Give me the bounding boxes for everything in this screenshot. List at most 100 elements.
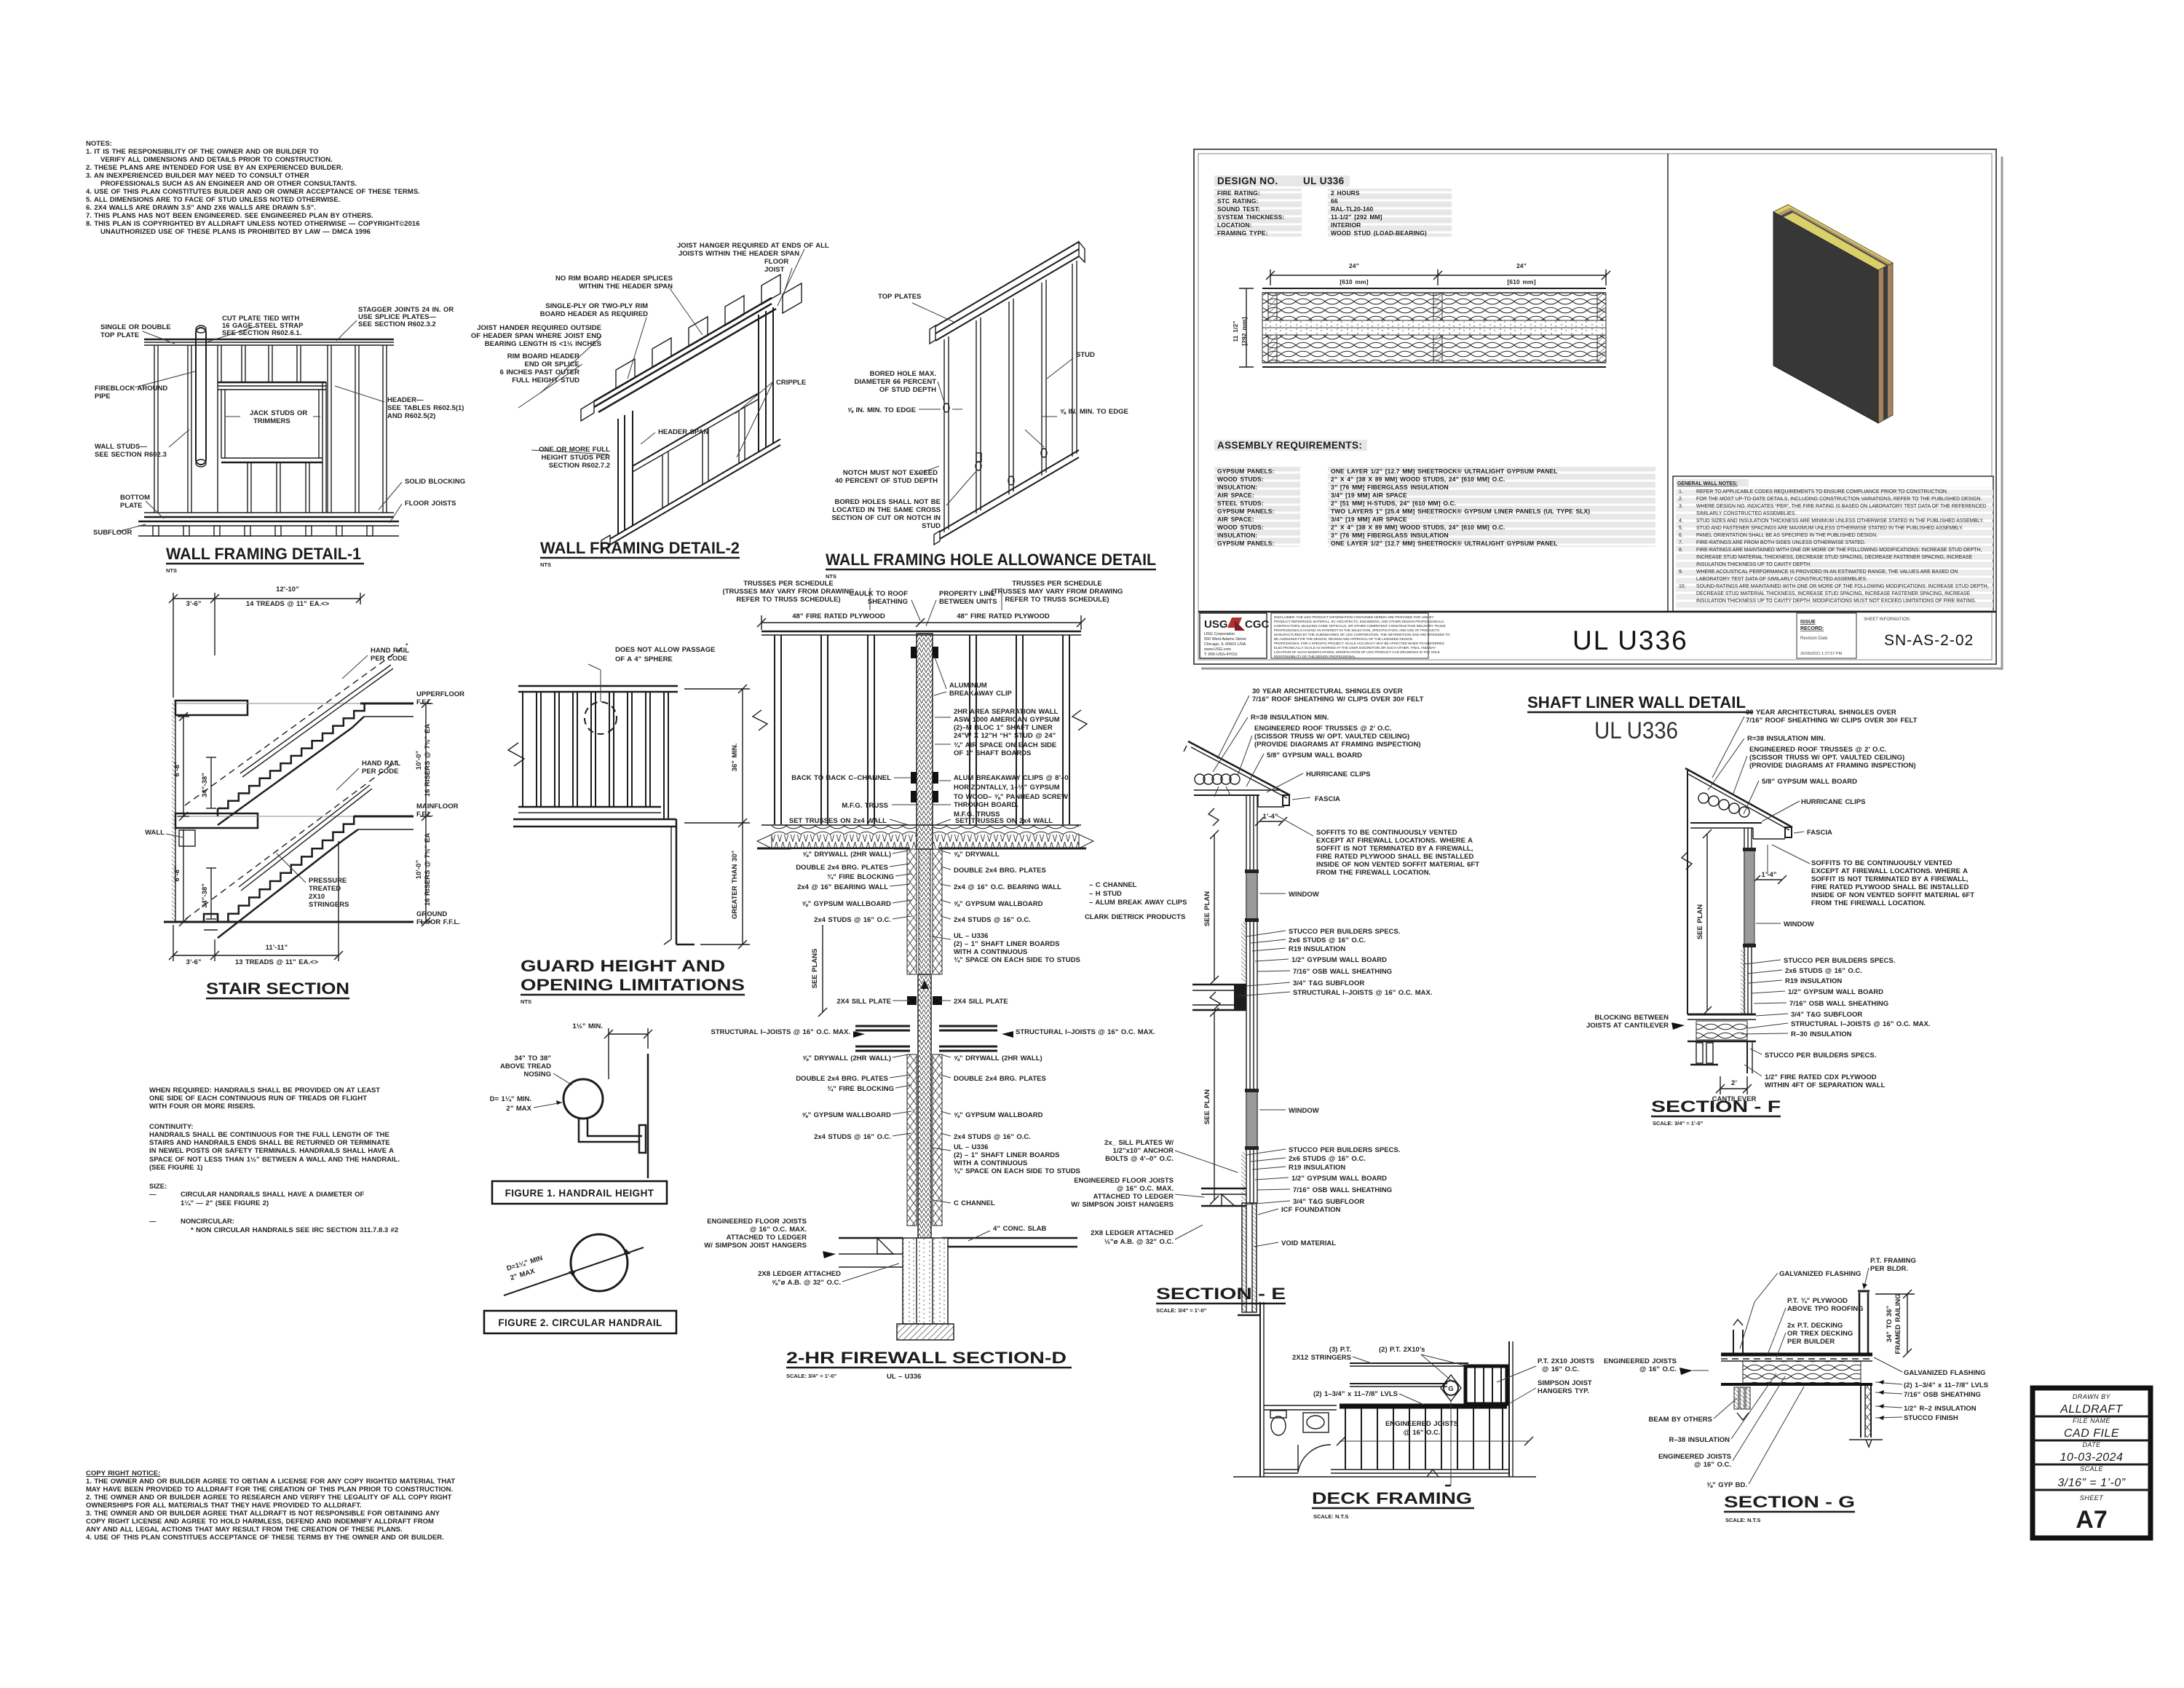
svg-text:⅝” DRYWALL: ⅝” DRYWALL bbox=[954, 851, 1000, 859]
svg-text:BEARING LENGTH IS <1½ INCHES: BEARING LENGTH IS <1½ INCHES bbox=[485, 340, 601, 348]
svg-text:ALUM BREAKAWAY CLIPS @ 8’–: ALUM BREAKAWAY CLIPS @ 8’–0 bbox=[954, 774, 1069, 782]
svg-text:SCALE: 3/4” = 1’-0”: SCALE: 3/4” = 1’-0” bbox=[1653, 1120, 1704, 1127]
svg-text:⅝”ø A.B. @ 32” O.C.: ⅝”ø A.B. @ 32” O.C. bbox=[772, 1279, 841, 1287]
svg-text:ALUMINUM: ALUMINUM bbox=[949, 682, 987, 690]
svg-text:7/16” ROOF SHEATHING W/: 7/16” ROOF SHEATHING W/ CLIPS OVER 30# F… bbox=[1746, 717, 1918, 725]
svg-text:BETWEEN UNITS: BETWEEN UNITS bbox=[939, 598, 997, 606]
svg-text:WITHIN THE HEADER SPAN: WITHIN THE HEADER SPAN bbox=[579, 283, 673, 291]
svg-text:GENERAL WALL NOTES:: GENERAL WALL NOTES: bbox=[1677, 481, 1738, 486]
svg-text:6 INCHES PAST OUTER: 6 INCHES PAST OUTER bbox=[500, 368, 580, 376]
svg-text:WALL: WALL bbox=[145, 829, 165, 837]
svg-text:2x4 STUDS @ 16” O.C.: 2x4 STUDS @ 16” O.C. bbox=[954, 1133, 1031, 1141]
svg-text:– C CHANNEL: – C CHANNEL bbox=[1089, 881, 1137, 889]
svg-text:11’-11”: 11’-11” bbox=[266, 944, 288, 952]
svg-text:(SEE FIGURE 1): (SEE FIGURE 1) bbox=[149, 1164, 202, 1172]
svg-text:16 RISERS @ 7½” EA: 16 RISERS @ 7½” EA bbox=[424, 833, 432, 906]
svg-text:FIRE RATING:: FIRE RATING: bbox=[1217, 189, 1260, 197]
svg-text:WINDOW: WINDOW bbox=[1289, 891, 1319, 899]
svg-text:JOIST: JOIST bbox=[764, 266, 785, 274]
svg-text:FIRE-RATINGS ARE FROM BOTH SID: FIRE-RATINGS ARE FROM BOTH SIDES UNLESS … bbox=[1696, 540, 1866, 545]
svg-text:INSIDE OF NON VENTED SOFFI: INSIDE OF NON VENTED SOFFIT MATERIAL 6FT bbox=[1316, 861, 1479, 869]
svg-text:2.: 2. bbox=[1679, 497, 1683, 502]
svg-text:LOCATION:: LOCATION: bbox=[1217, 221, 1252, 229]
svg-text:@ 16” O.C.: @ 16” O.C. bbox=[1404, 1429, 1441, 1437]
svg-text:2x6 STUDS @ 16” O.C.: 2x6 STUDS @ 16” O.C. bbox=[1289, 1155, 1366, 1163]
svg-text:2X8 LEDGER ATTACHED: 2X8 LEDGER ATTACHED bbox=[758, 1270, 841, 1278]
svg-text:LOCATION OF SUCH MODIFICATIONS: LOCATION OF SUCH MODIFICATIONS, MODIFICA… bbox=[1274, 650, 1440, 654]
svg-text:INSULATION THICKNESS UP TO CAV: INSULATION THICKNESS UP TO CAVITY DEPTH. bbox=[1696, 562, 1811, 567]
svg-text:INSULATION:: INSULATION: bbox=[1217, 484, 1257, 491]
svg-text:@ 16” O.C.: @ 16” O.C. bbox=[1639, 1365, 1677, 1373]
svg-text:OF STUD DEPTH: OF STUD DEPTH bbox=[879, 386, 936, 394]
svg-text:7/16” OSB SHEATHING: 7/16” OSB SHEATHING bbox=[1904, 1391, 1981, 1399]
svg-text:WHEN REQUIRED: HANDRAILS SH: WHEN REQUIRED: HANDRAILS SHALL BE PROVID… bbox=[149, 1086, 380, 1095]
svg-text:UNAUTHORIZED USE OF THESE: UNAUTHORIZED USE OF THESE PLANS IS PROHI… bbox=[100, 228, 371, 236]
svg-text:3/4” T&G SUBFLOOR: 3/4” T&G SUBFLOOR bbox=[1791, 1011, 1862, 1019]
svg-text:BREAKAWAY CLIP: BREAKAWAY CLIP bbox=[949, 690, 1012, 698]
svg-text:BEAM BY OTHERS: BEAM BY OTHERS bbox=[1649, 1416, 1712, 1424]
svg-text:ENGINEERED JOISTS: ENGINEERED JOISTS bbox=[1604, 1357, 1677, 1365]
svg-text:⅝” GYPSUM WALLBOARD: ⅝” GYPSUM WALLBOARD bbox=[802, 900, 892, 908]
svg-text:HEADER—: HEADER— bbox=[387, 396, 424, 404]
svg-text:2” X 4” [38 X 89 MM] WOOD STUD: 2” X 4” [38 X 89 MM] WOOD STUDS, 24” [61… bbox=[1331, 524, 1506, 531]
svg-text:12’-10”: 12’-10” bbox=[276, 585, 299, 593]
svg-text:MANUFACTURED BY THE SUBSIDIARI: MANUFACTURED BY THE SUBSIDIARIES OF USG … bbox=[1274, 633, 1450, 636]
svg-text:BLOCKING BETWEEN: BLOCKING BETWEEN bbox=[1594, 1014, 1669, 1022]
svg-text:STRUCTURAL I–JOISTS @ 16”: STRUCTURAL I–JOISTS @ 16” O.C. MAX. bbox=[711, 1028, 850, 1036]
svg-text:USG Corporation: USG Corporation bbox=[1204, 632, 1235, 636]
svg-text:F.F.L.: F.F.L. bbox=[416, 811, 433, 819]
svg-text:NOTES:: NOTES: bbox=[86, 140, 112, 148]
svg-text:CGC: CGC bbox=[1245, 618, 1270, 631]
svg-text:SIMILARLY CONSTRUCTED ASSEMBLI: SIMILARLY CONSTRUCTED ASSEMBLIES. bbox=[1696, 511, 1796, 516]
svg-text:¾” SPACE ON EACH SIDE TO: ¾” SPACE ON EACH SIDE TO STUDS bbox=[954, 956, 1080, 964]
svg-text:www.USG.com: www.USG.com bbox=[1203, 647, 1231, 652]
svg-text:2x4 STUDS @ 16” O.C.: 2x4 STUDS @ 16” O.C. bbox=[954, 916, 1031, 924]
svg-text:GROUND: GROUND bbox=[416, 910, 447, 918]
svg-text:PER BLDR.: PER BLDR. bbox=[1870, 1265, 1908, 1273]
svg-text:SOFFITS TO BE CONTINUOUSLY: SOFFITS TO BE CONTINUOUSLY VENTED bbox=[1316, 829, 1457, 837]
svg-text:UL – U336: UL – U336 bbox=[954, 1143, 988, 1151]
svg-text:34” TO 36”: 34” TO 36” bbox=[1886, 1305, 1894, 1342]
svg-text:SCALE: 3/4” = 1’-0”: SCALE: 3/4” = 1’-0” bbox=[786, 1373, 837, 1379]
svg-text:R=38 INSULATION MIN.: R=38 INSULATION MIN. bbox=[1747, 735, 1825, 743]
svg-text:9.: 9. bbox=[1679, 569, 1683, 575]
svg-text:R19 INSULATION: R19 INSULATION bbox=[1289, 1164, 1345, 1172]
svg-text:5/8” GYPSUM WALL BOARD: 5/8” GYPSUM WALL BOARD bbox=[1762, 778, 1857, 786]
svg-text:C CHANNEL: C CHANNEL bbox=[954, 1199, 995, 1207]
svg-text:VERIFY ALL DIMENSIONS AND: VERIFY ALL DIMENSIONS AND DETAILS PRIOR … bbox=[100, 156, 333, 164]
svg-text:SEE SECTION R602.6.1.: SEE SECTION R602.6.1. bbox=[222, 329, 301, 337]
svg-text:CAULK TO ROOF: CAULK TO ROOF bbox=[849, 590, 908, 598]
svg-text:COPY RIGHT LICENSE AND AGR: COPY RIGHT LICENSE AND AGREE TO HOLD HAR… bbox=[86, 1518, 434, 1526]
svg-text:COPY RIGHT NOTICE:: COPY RIGHT NOTICE: bbox=[86, 1470, 160, 1478]
svg-text:1’-4”: 1’-4” bbox=[1262, 813, 1278, 821]
svg-text:ANY AND ALL LEGAL ACTIONS: ANY AND ALL LEGAL ACTIONS THAT MAY RESUL… bbox=[86, 1526, 403, 1534]
svg-text:⅝ IN. MIN. TO EDGE: ⅝ IN. MIN. TO EDGE bbox=[1060, 408, 1128, 416]
svg-text:1. IT IS THE RESPONSIBILIT: 1. IT IS THE RESPONSIBILITY OF THE OWNER… bbox=[86, 148, 319, 156]
svg-text:7/16” OSB WALL SHEATHING: 7/16” OSB WALL SHEATHING bbox=[1293, 968, 1392, 976]
svg-text:CUT PLATE TIED WITH: CUT PLATE TIED WITH bbox=[222, 315, 299, 323]
svg-text:OPENING LIMITATIONS: OPENING LIMITATIONS bbox=[521, 976, 745, 994]
svg-text:FLOOR JOISTS: FLOOR JOISTS bbox=[405, 500, 456, 508]
svg-text:¾” AIR SPACE ON EACH SIDE: ¾” AIR SPACE ON EACH SIDE bbox=[954, 741, 1056, 749]
svg-text:A7: A7 bbox=[2076, 1506, 2107, 1534]
svg-text:GALVANIZED FLASHING: GALVANIZED FLASHING bbox=[1904, 1369, 1985, 1377]
svg-text:2 HOURS: 2 HOURS bbox=[1331, 189, 1360, 197]
svg-text:EXCEPT AT FIREWALL LOCATION: EXCEPT AT FIREWALL LOCATIONS. WHERE A bbox=[1811, 867, 1968, 875]
svg-text:AIR SPACE:: AIR SPACE: bbox=[1217, 492, 1254, 499]
svg-text:STRUCTURAL I–JOISTS @ 16”: STRUCTURAL I–JOISTS @ 16” O.C. MAX. bbox=[1791, 1020, 1931, 1028]
svg-text:SOUND TEST:: SOUND TEST: bbox=[1217, 205, 1260, 213]
svg-text:5.: 5. bbox=[1679, 526, 1683, 531]
svg-text:SECTION - G: SECTION - G bbox=[1724, 1493, 1855, 1511]
svg-text:TOP PLATES: TOP PLATES bbox=[878, 293, 921, 301]
svg-text:ASW 1000 AMERICAN GYPSUM: ASW 1000 AMERICAN GYPSUM bbox=[954, 716, 1060, 724]
svg-text:PLATE: PLATE bbox=[120, 502, 142, 510]
svg-text:13 TREADS @ 11” EA.<>: 13 TREADS @ 11” EA.<> bbox=[235, 958, 319, 966]
svg-text:(2) – 1” SHAFT LINER BOAR: (2) – 1” SHAFT LINER BOARDS bbox=[954, 1151, 1059, 1159]
svg-text:3” [76 MM] FIBERGLASS INSULATI: 3” [76 MM] FIBERGLASS INSULATION bbox=[1331, 484, 1449, 491]
svg-text:ATTACHED TO LEDGER: ATTACHED TO LEDGER bbox=[727, 1234, 807, 1242]
svg-text:HAND RAIL: HAND RAIL bbox=[362, 760, 400, 768]
svg-text:⅝” DRYWALL (2HR WALL): ⅝” DRYWALL (2HR WALL) bbox=[954, 1054, 1042, 1062]
svg-text:SOFFITS TO BE CONTINUOUSLY: SOFFITS TO BE CONTINUOUSLY VENTED bbox=[1811, 859, 1952, 867]
svg-text:CONTINUITY:: CONTINUITY: bbox=[149, 1123, 194, 1131]
svg-text:GYPSUM PANELS:: GYPSUM PANELS: bbox=[1217, 540, 1275, 547]
